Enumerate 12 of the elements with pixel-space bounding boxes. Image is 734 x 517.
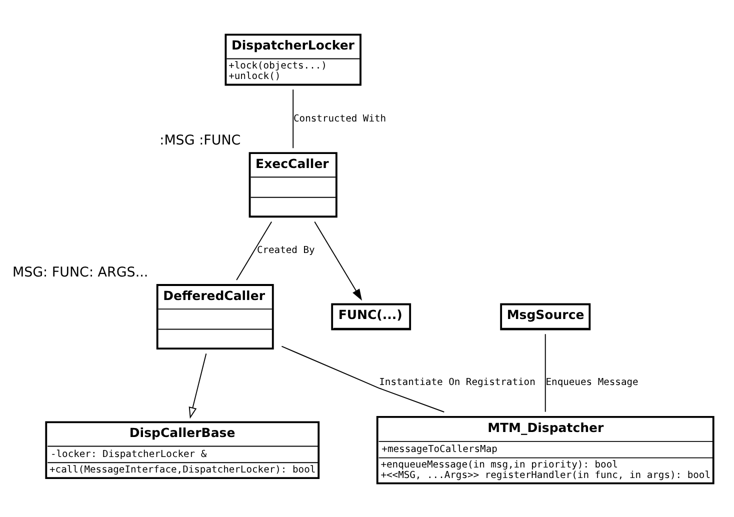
edge-label: Enqueues Message	[546, 376, 638, 388]
edge-label: Instantiate On Registration	[379, 376, 536, 388]
arrow	[188, 352, 207, 418]
connector	[292, 88, 294, 148]
arrow	[314, 220, 362, 300]
connector	[281, 345, 445, 412]
connector	[544, 333, 546, 412]
edge-label: Constructed With	[294, 112, 386, 124]
edge-label: Created By	[256, 244, 315, 256]
connector	[236, 220, 272, 280]
node-label: :MSG :FUNC	[160, 132, 241, 148]
node-label: MSG: FUNC: ARGS...	[12, 264, 148, 280]
